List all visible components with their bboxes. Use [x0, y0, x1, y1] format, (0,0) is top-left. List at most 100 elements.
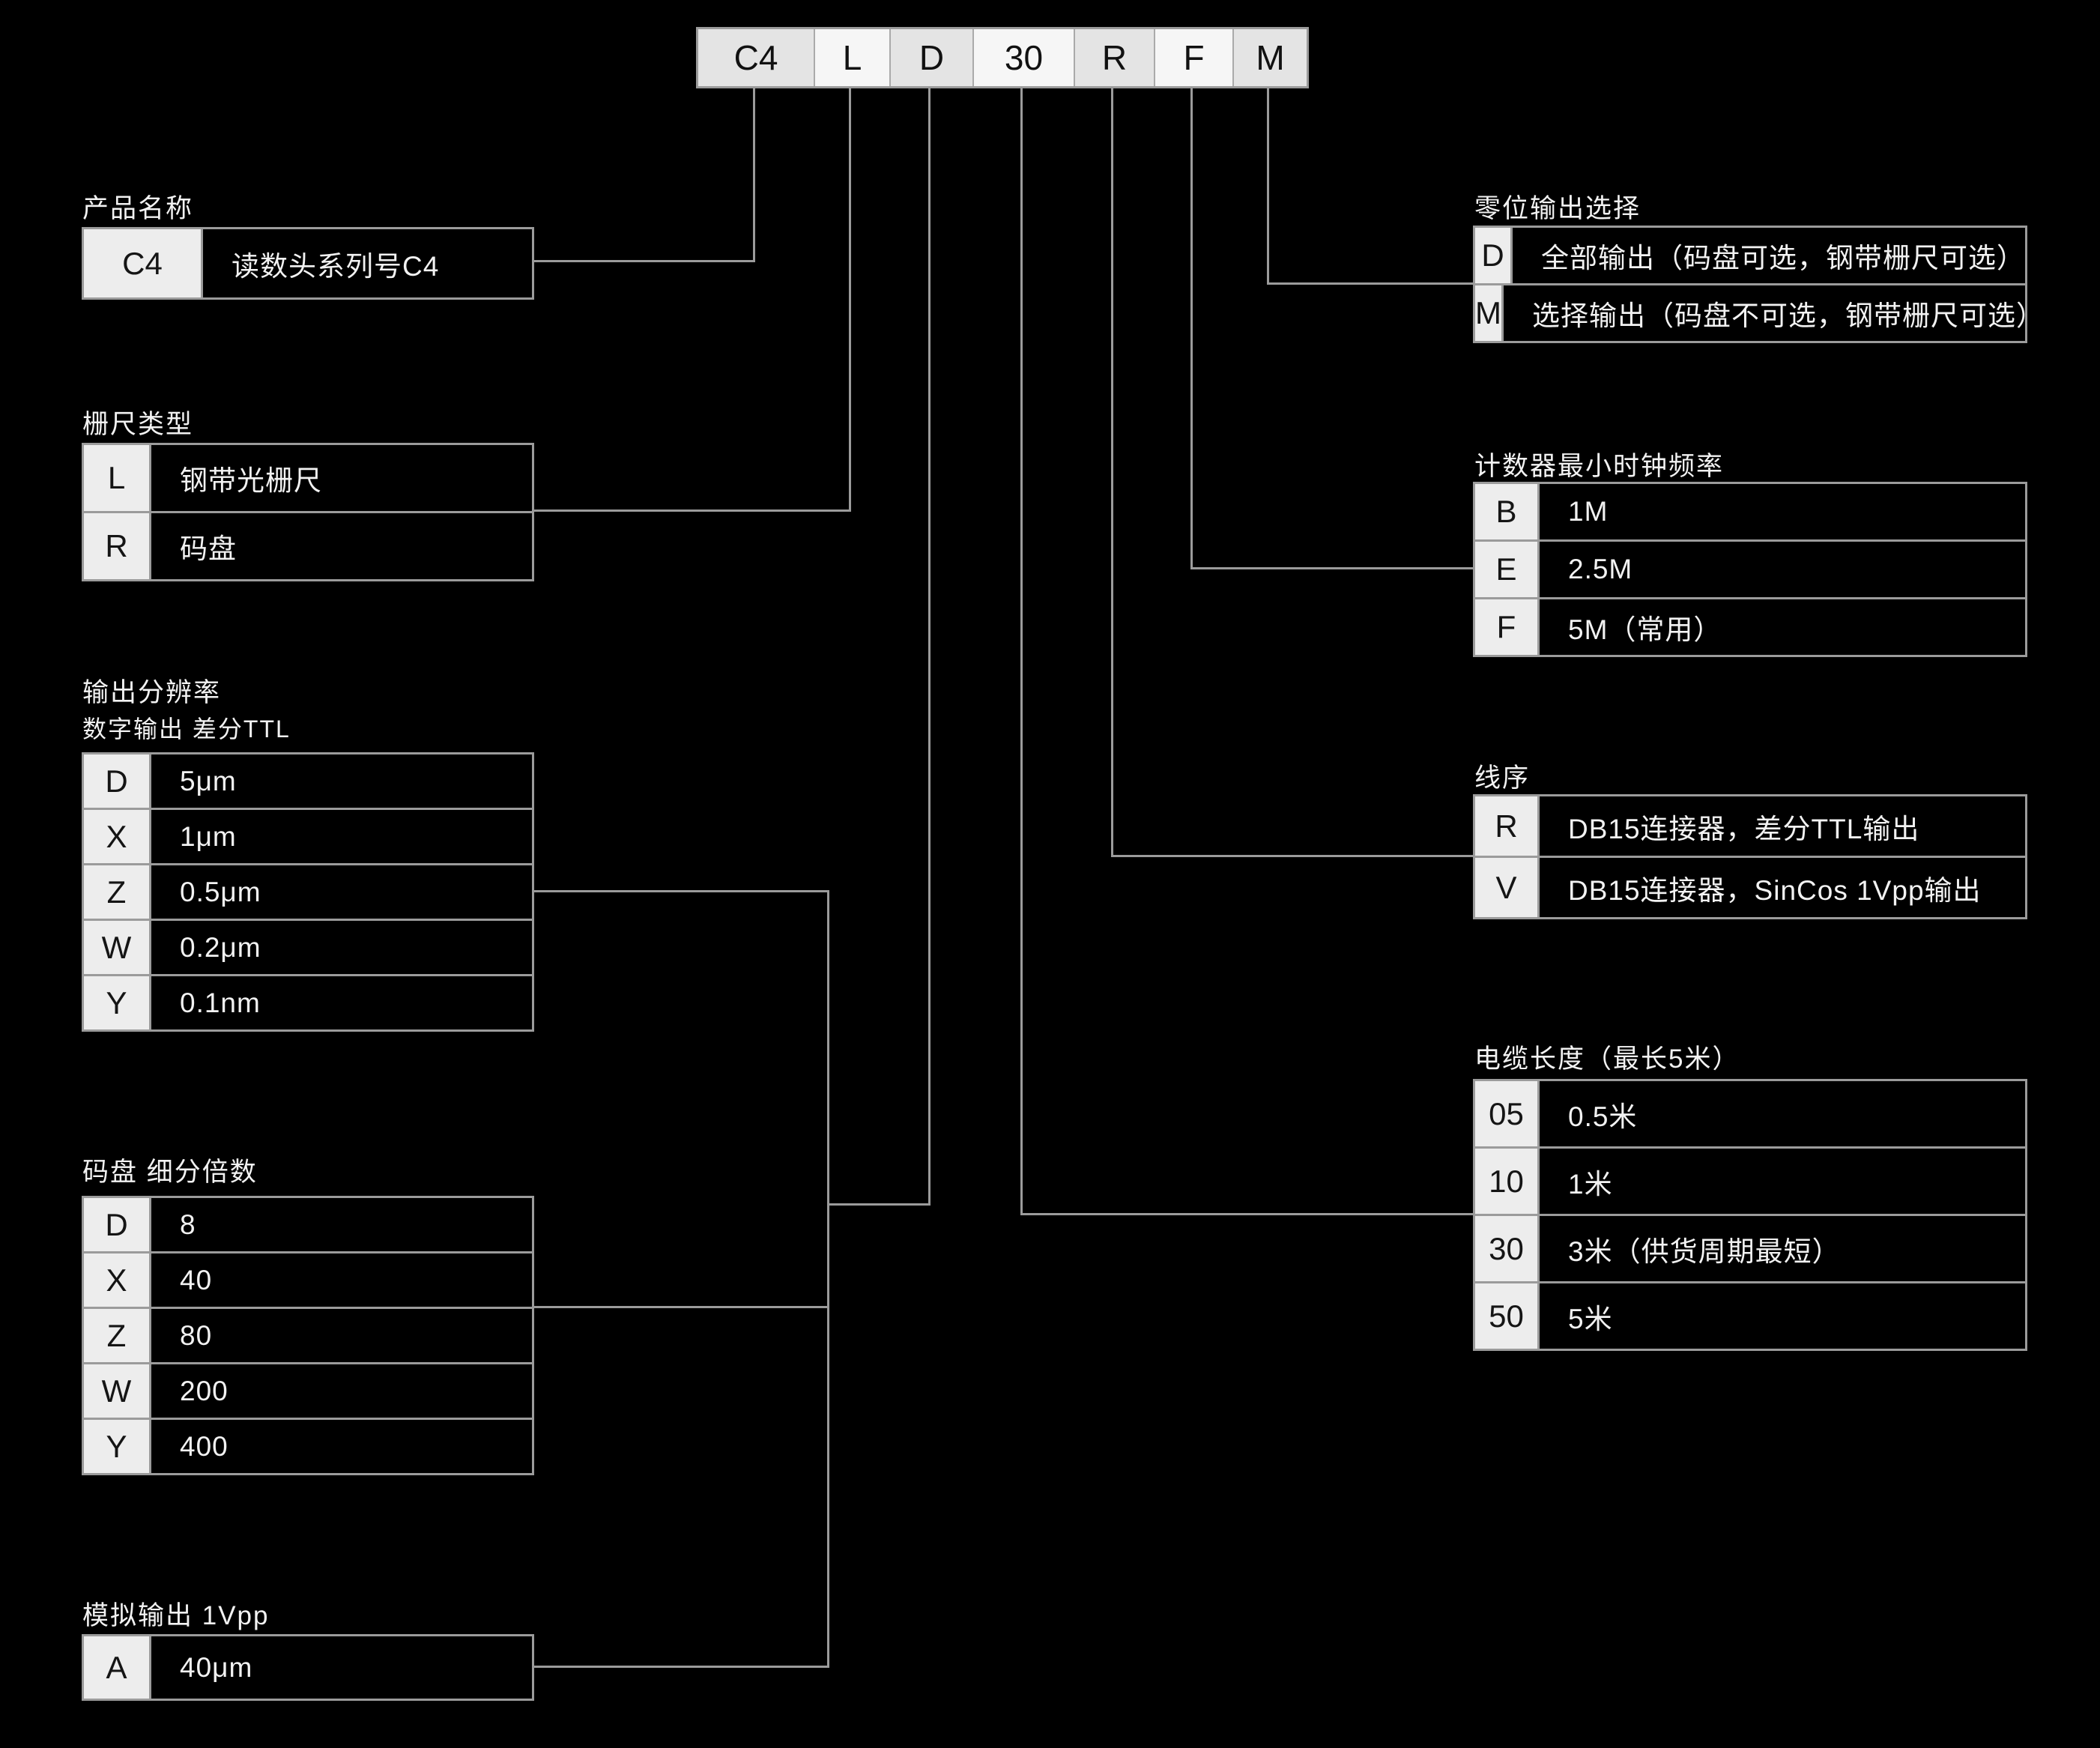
- section-label-zero-output: 零位输出选择: [1474, 194, 1641, 223]
- section-label-cable-length: 电缆长度（最长5米）: [1474, 1044, 1740, 1074]
- desc-cell: 1M: [1568, 496, 1609, 527]
- code-cell: 50: [1475, 1283, 1540, 1349]
- code-box-r: R: [1074, 29, 1154, 86]
- desc-cell: 5M（常用）: [1568, 614, 1722, 645]
- section-label-scale-type: 栅尺类型: [82, 410, 194, 439]
- table-row: Z 0.5μm: [84, 863, 532, 919]
- desc-cell: 钢带光栅尺: [180, 465, 322, 496]
- connector-30-horizontal: [1020, 1213, 1473, 1215]
- desc-cell: 选择输出（码盘不可选，钢带栅尺可选）: [1532, 300, 2045, 331]
- code-cell: Y: [84, 976, 151, 1029]
- zero-output-table: D 全部输出（码盘可选，钢带栅尺可选） M 选择输出（码盘不可选，钢带栅尺可选）: [1473, 226, 2044, 343]
- connector-d-horizontal: [827, 1203, 931, 1206]
- code-box-l: L: [814, 29, 889, 86]
- table-row: X 1μm: [84, 808, 532, 863]
- table-row: W 200: [84, 1362, 532, 1418]
- part-number-bar: C4 L D 30 R F M: [696, 27, 1309, 88]
- code-cell: W: [84, 1364, 151, 1418]
- connector-c4-horizontal: [532, 260, 755, 262]
- desc-cell: 读数头系列号C4: [232, 250, 440, 282]
- code-box-f: F: [1154, 29, 1232, 86]
- table-row: M 选择输出（码盘不可选，钢带栅尺可选）: [1475, 283, 2044, 341]
- code-cell: E: [1475, 542, 1540, 597]
- table-row: C4 读数头系列号C4: [84, 229, 532, 297]
- code-cell: R: [1475, 796, 1540, 856]
- code-cell: X: [84, 810, 151, 863]
- code-box-m: M: [1232, 29, 1307, 86]
- desc-cell: 1米: [1568, 1168, 1613, 1200]
- table-row: L 钢带光栅尺: [84, 445, 532, 511]
- desc-cell: 8: [180, 1209, 196, 1240]
- table-row: Y 0.1nm: [84, 974, 532, 1029]
- desc-cell: 码盘: [180, 533, 237, 564]
- code-cell: C4: [84, 229, 203, 297]
- code-box-30: 30: [972, 29, 1074, 86]
- table-row: 30 3米（供货周期最短）: [1475, 1214, 2025, 1281]
- section-label-clock-frequency: 计数器最小时钟频率: [1474, 452, 1725, 481]
- bus-to-disc-table: [532, 1306, 829, 1308]
- connector-d-vertical: [928, 88, 931, 1206]
- code-cell: B: [1475, 484, 1540, 539]
- table-row: 50 5米: [1475, 1281, 2025, 1349]
- code-cell: Z: [84, 1309, 151, 1362]
- code-cell: W: [84, 921, 151, 974]
- desc-cell: 40: [180, 1264, 213, 1295]
- connector-l-vertical: [849, 88, 851, 510]
- connector-c4-vertical: [753, 88, 755, 261]
- table-row: E 2.5M: [1475, 539, 2025, 597]
- code-cell: A: [84, 1636, 151, 1699]
- desc-cell: 400: [180, 1430, 229, 1462]
- connector-m-horizontal: [1267, 282, 1473, 285]
- desc-cell: 200: [180, 1375, 229, 1406]
- table-row: W 0.2μm: [84, 919, 532, 974]
- table-row: 05 0.5米: [1475, 1081, 2025, 1146]
- desc-cell: 0.1nm: [180, 987, 261, 1018]
- analog-output-table: A 40μm: [82, 1634, 534, 1701]
- table-row: D 5μm: [84, 754, 532, 808]
- code-cell: 30: [1475, 1216, 1540, 1281]
- code-cell: D: [1475, 228, 1513, 283]
- section-label-analog-output: 模拟输出 1Vpp: [82, 1601, 270, 1630]
- table-row: D 8: [84, 1198, 532, 1251]
- product-name-table: C4 读数头系列号C4: [82, 227, 534, 300]
- connector-r-vertical: [1111, 88, 1113, 857]
- code-cell: D: [84, 1198, 151, 1251]
- table-row: R DB15连接器，差分TTL输出: [1475, 796, 2025, 856]
- code-cell: R: [84, 513, 151, 579]
- desc-cell: 5米: [1568, 1303, 1613, 1334]
- section-label-disc-interpolation: 码盘 细分倍数: [82, 1158, 258, 1187]
- scale-type-table: L 钢带光栅尺 R 码盘: [82, 443, 534, 581]
- code-cell: Y: [84, 1420, 151, 1473]
- section-label-product-name: 产品名称: [82, 194, 194, 223]
- resolution-bus-vertical: [827, 891, 829, 1668]
- section-label-output-resolution: 输出分辨率: [82, 678, 222, 707]
- table-row: A 40μm: [84, 1636, 532, 1699]
- table-row: D 全部输出（码盘可选，钢带栅尺可选）: [1475, 228, 2025, 283]
- table-row: X 40: [84, 1251, 532, 1307]
- disc-interpolation-table: D 8 X 40 Z 80 W 200 Y 400: [82, 1196, 534, 1475]
- cable-length-table: 05 0.5米 10 1米 30 3米（供货周期最短） 50 5米: [1473, 1079, 2027, 1351]
- code-cell: 05: [1475, 1081, 1540, 1146]
- digital-resolution-table: D 5μm X 1μm Z 0.5μm W 0.2μm Y 0.1nm: [82, 752, 534, 1032]
- code-cell: V: [1475, 858, 1540, 917]
- table-row: V DB15连接器，SinCos 1Vpp输出: [1475, 856, 2025, 917]
- table-row: B 1M: [1475, 484, 2025, 539]
- code-cell: L: [84, 445, 151, 511]
- table-row: 10 1米: [1475, 1146, 2025, 1214]
- desc-cell: 80: [180, 1319, 213, 1351]
- desc-cell: 2.5M: [1568, 554, 1633, 584]
- section-label-wiring: 线序: [1474, 763, 1531, 793]
- desc-cell: DB15连接器，SinCos 1Vpp输出: [1568, 874, 1982, 906]
- desc-cell: 全部输出（码盘可选，钢带栅尺可选）: [1541, 243, 2025, 273]
- bus-to-digital-table: [532, 890, 829, 892]
- code-cell: Z: [84, 865, 151, 919]
- desc-cell: 40μm: [180, 1651, 253, 1683]
- desc-cell: 3米（供货周期最短）: [1568, 1236, 1841, 1267]
- code-box-c4: C4: [698, 29, 814, 86]
- connector-f-horizontal: [1190, 567, 1473, 569]
- code-cell: 10: [1475, 1149, 1540, 1214]
- table-row: Z 80: [84, 1307, 532, 1362]
- code-cell: F: [1475, 599, 1540, 655]
- code-box-d: D: [889, 29, 972, 86]
